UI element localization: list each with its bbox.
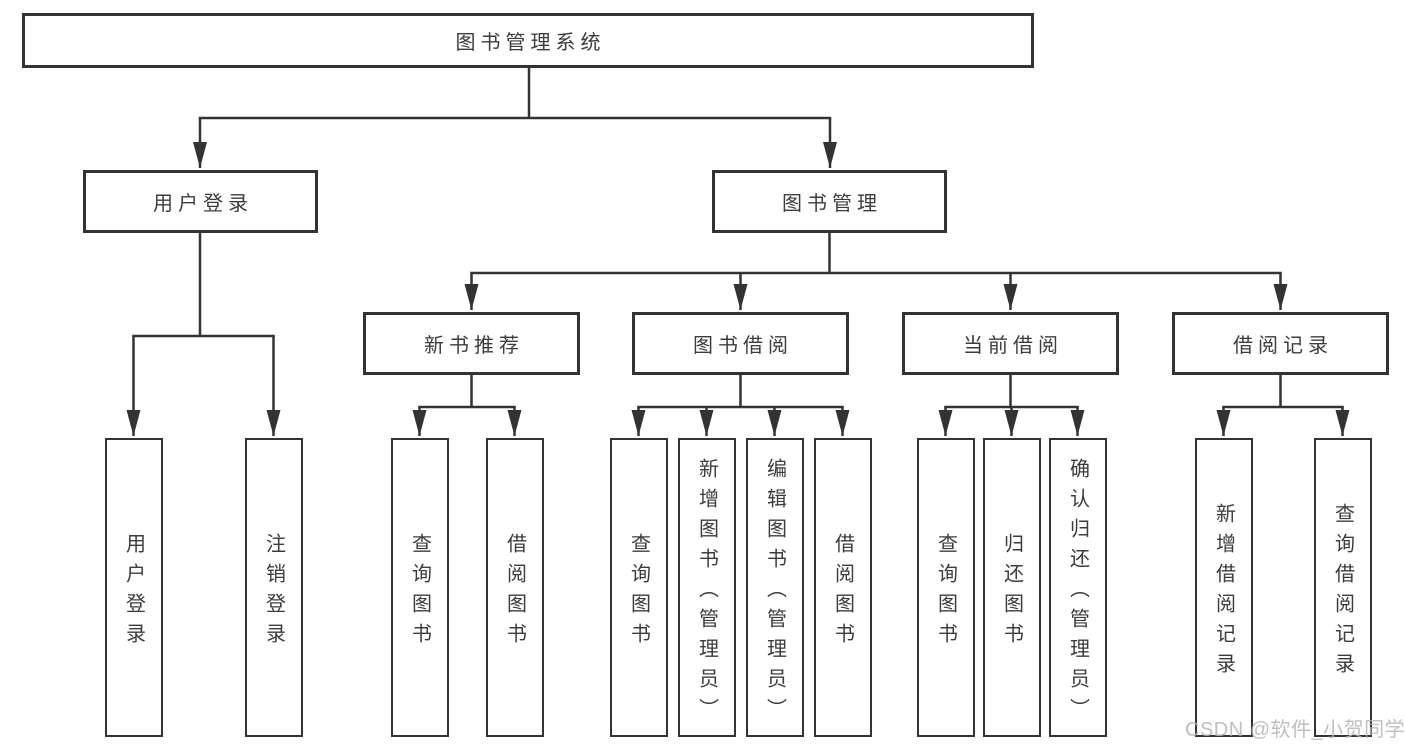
leaf-borrow-query-books: 查询图书 (609, 438, 668, 737)
node-book-management: 图书管理 (712, 170, 947, 233)
node-user-login-label: 用户登录 (153, 193, 253, 215)
leaf-edit-books-admin-label: 编辑图书（管理员） (763, 457, 786, 728)
leaf-user-login: 用户登录 (104, 438, 163, 737)
leaf-recommend-borrow-books-label: 借阅图书 (503, 532, 526, 653)
node-new-book-recommend-label: 新书推荐 (424, 335, 524, 357)
leaf-recommend-query-books-label: 查询图书 (408, 532, 431, 653)
leaf-query-borrow-record-label: 查询借阅记录 (1331, 502, 1354, 683)
leaf-borrow-books: 借阅图书 (813, 438, 872, 737)
node-root: 图书管理系统 (22, 13, 1034, 68)
leaf-confirm-return-admin-label: 确认归还（管理员） (1066, 457, 1089, 728)
leaf-logout: 注销登录 (244, 438, 303, 737)
node-book-borrow-label: 图书借阅 (693, 335, 793, 357)
node-root-label: 图书管理系统 (455, 32, 606, 54)
leaf-edit-books-admin: 编辑图书（管理员） (745, 438, 804, 737)
leaf-borrow-query-books-label: 查询图书 (627, 532, 650, 653)
leaf-add-books-admin: 新增图书（管理员） (677, 438, 736, 737)
leaf-query-borrow-record: 查询借阅记录 (1313, 438, 1372, 737)
node-new-book-recommend: 新书推荐 (363, 312, 580, 375)
node-user-login: 用户登录 (83, 170, 318, 233)
leaf-confirm-return-admin: 确认归还（管理员） (1048, 438, 1107, 737)
node-book-management-label: 图书管理 (782, 193, 882, 215)
leaf-add-borrow-record-label: 新增借阅记录 (1212, 502, 1235, 683)
leaf-recommend-query-books: 查询图书 (390, 438, 449, 737)
leaf-recommend-borrow-books: 借阅图书 (485, 438, 544, 737)
leaf-user-login-label: 用户登录 (122, 532, 145, 653)
csdn-watermark: CSDN @软件_小贺同学 (1185, 719, 1405, 741)
leaf-add-books-admin-label: 新增图书（管理员） (695, 457, 718, 728)
leaf-current-query-books-label: 查询图书 (934, 532, 957, 653)
node-borrow-records-label: 借阅记录 (1233, 335, 1333, 357)
node-borrow-records: 借阅记录 (1172, 312, 1389, 375)
leaf-return-books: 归还图书 (982, 438, 1041, 737)
leaf-add-borrow-record: 新增借阅记录 (1194, 438, 1253, 737)
leaf-logout-label: 注销登录 (262, 532, 285, 653)
node-book-borrow: 图书借阅 (632, 312, 849, 375)
node-current-borrow-label: 当前借阅 (963, 335, 1063, 357)
leaf-return-books-label: 归还图书 (1000, 532, 1023, 653)
leaf-borrow-books-label: 借阅图书 (831, 532, 854, 653)
node-current-borrow: 当前借阅 (902, 312, 1119, 375)
leaf-current-query-books: 查询图书 (916, 438, 975, 737)
